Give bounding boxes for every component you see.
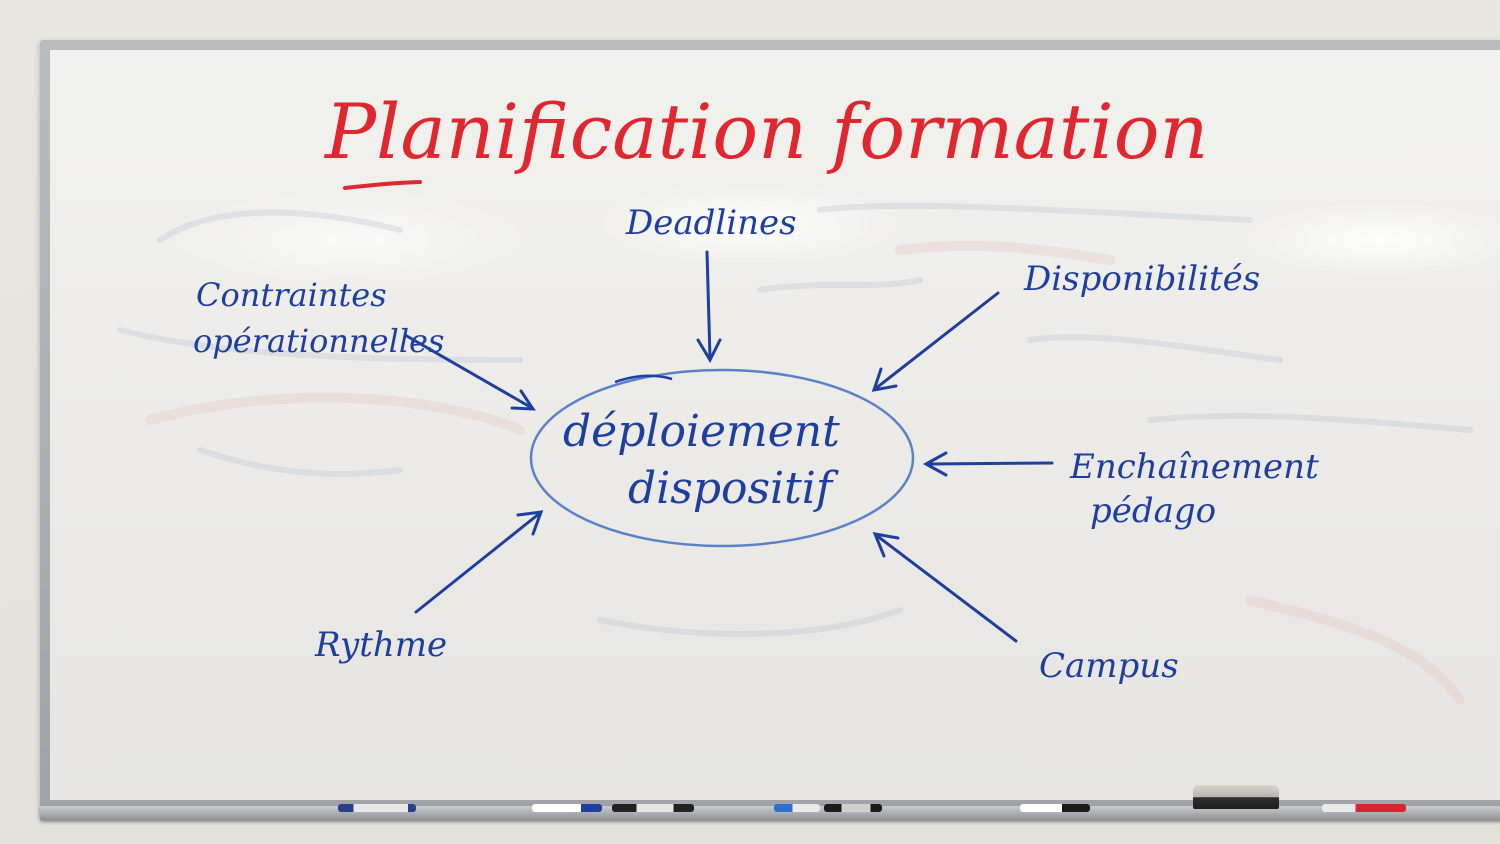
arrow-deadlines [696,250,722,364]
arrow-enchainement [922,451,1054,477]
whiteboard-eraser[interactable] [1193,785,1279,809]
ellipse-overlap-stroke [614,374,673,384]
center-label-line1: déploiement [563,406,840,457]
arrow-rythme [414,510,544,614]
marker-black-1[interactable] [612,804,694,812]
label-enchainement-line1: Enchaînement [1069,447,1319,487]
title-underline-mark [343,180,422,190]
whiteboard-surface [50,50,1500,800]
board-title: Planification formation [323,87,1208,176]
label-deadlines: Deadlines [625,203,797,243]
marker-black-2[interactable] [824,804,882,812]
label-campus: Campus [1039,646,1179,686]
arrow-disponibilites [871,291,1000,392]
marker-blue-1[interactable] [338,804,416,812]
label-enchainement-line2: pédago [1090,491,1216,531]
marker-blue-2[interactable] [532,804,602,812]
arrow-contraintes [403,333,536,411]
label-contraintes-line2: opérationnelles [193,322,444,360]
label-contraintes-line1: Contraintes [196,276,387,314]
marker-red[interactable] [1322,804,1406,812]
center-label-line2: dispositif [628,463,839,514]
central-ellipse [529,368,915,548]
marker-white-black[interactable] [1020,804,1090,812]
marker-blue-3[interactable] [774,804,820,812]
marker-tray [40,806,1500,820]
label-disponibilites: Disponibilités [1023,259,1260,299]
label-rythme: Rythme [314,625,447,665]
arrow-campus [872,532,1018,643]
